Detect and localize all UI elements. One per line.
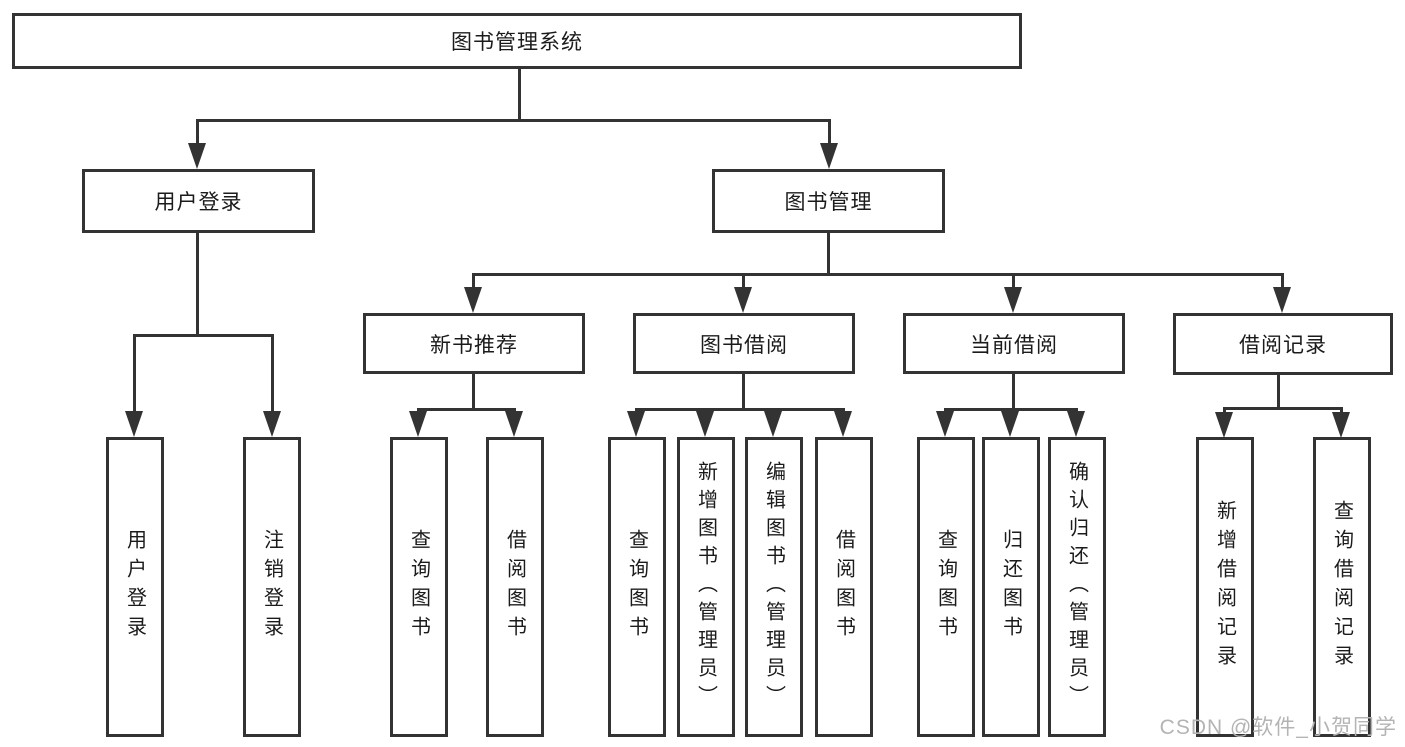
leaf-return-book: 归还图书: [982, 437, 1040, 737]
leaf-edit-book-admin: 编辑图书（管理员）: [745, 437, 803, 737]
leaf-borrow-books: 借阅图书: [815, 437, 873, 737]
arrow-down-icon: [1273, 287, 1291, 313]
leaf-add-book-admin: 新增图书（管理员）: [677, 437, 735, 737]
arrow-down-icon: [188, 143, 206, 169]
connector-line: [1340, 407, 1343, 414]
leaf-logout: 注销登录: [243, 437, 301, 737]
node-book-management: 图书管理: [712, 169, 945, 233]
arrow-down-icon: [1332, 412, 1350, 438]
arrow-down-icon: [1001, 411, 1019, 437]
connector-line: [742, 372, 745, 411]
connector-line: [827, 232, 830, 276]
arrow-down-icon: [125, 411, 143, 437]
connector-line: [828, 119, 831, 147]
arrow-down-icon: [409, 411, 427, 437]
connector-line: [742, 273, 745, 289]
connector-line: [271, 334, 274, 414]
connector-line: [196, 232, 199, 337]
connector-line: [1277, 374, 1280, 410]
leaf-query-books-current: 查询图书: [917, 437, 975, 737]
arrow-down-icon: [263, 411, 281, 437]
leaf-query-borrow-record: 查询借阅记录: [1313, 437, 1371, 737]
arrow-down-icon: [734, 287, 752, 313]
arrow-down-icon: [627, 411, 645, 437]
node-new-book-recommend: 新书推荐: [363, 313, 585, 374]
node-borrow-records: 借阅记录: [1173, 313, 1393, 375]
connector-line: [133, 334, 136, 414]
connector-line: [1012, 273, 1015, 289]
node-current-borrow: 当前借阅: [903, 313, 1125, 374]
leaf-borrow-books-recommend: 借阅图书: [486, 437, 544, 737]
arrow-down-icon: [820, 143, 838, 169]
connector-line: [472, 372, 475, 411]
connector-line: [1223, 407, 1343, 410]
arrow-down-icon: [1004, 287, 1022, 313]
leaf-query-books-recommend: 查询图书: [390, 437, 448, 737]
arrow-down-icon: [1215, 412, 1233, 438]
connector-line: [635, 408, 845, 411]
arrow-down-icon: [464, 287, 482, 313]
arrow-down-icon: [505, 411, 523, 437]
connector-line: [133, 334, 274, 337]
connector-line: [518, 68, 521, 122]
arrow-down-icon: [1067, 411, 1085, 437]
leaf-add-borrow-record: 新增借阅记录: [1196, 437, 1254, 737]
leaf-query-books-borrow: 查询图书: [608, 437, 666, 737]
arrow-down-icon: [696, 411, 714, 437]
connector-line: [472, 273, 1284, 276]
connector-line: [1223, 407, 1226, 414]
connector-line: [1012, 372, 1015, 411]
node-library-system: 图书管理系统: [12, 13, 1022, 69]
watermark-text: CSDN @软件_小贺同学: [1159, 716, 1397, 739]
arrow-down-icon: [834, 411, 852, 437]
node-book-borrow: 图书借阅: [633, 313, 855, 374]
node-user-login: 用户登录: [82, 169, 315, 233]
connector-line: [1281, 273, 1284, 289]
leaf-user-login: 用户登录: [106, 437, 164, 737]
connector-line: [417, 408, 516, 411]
connector-line: [196, 119, 831, 122]
arrow-down-icon: [936, 411, 954, 437]
leaf-confirm-return-admin: 确认归还（管理员）: [1048, 437, 1106, 737]
arrow-down-icon: [764, 411, 782, 437]
connector-line: [196, 119, 199, 147]
connector-line: [472, 273, 475, 289]
